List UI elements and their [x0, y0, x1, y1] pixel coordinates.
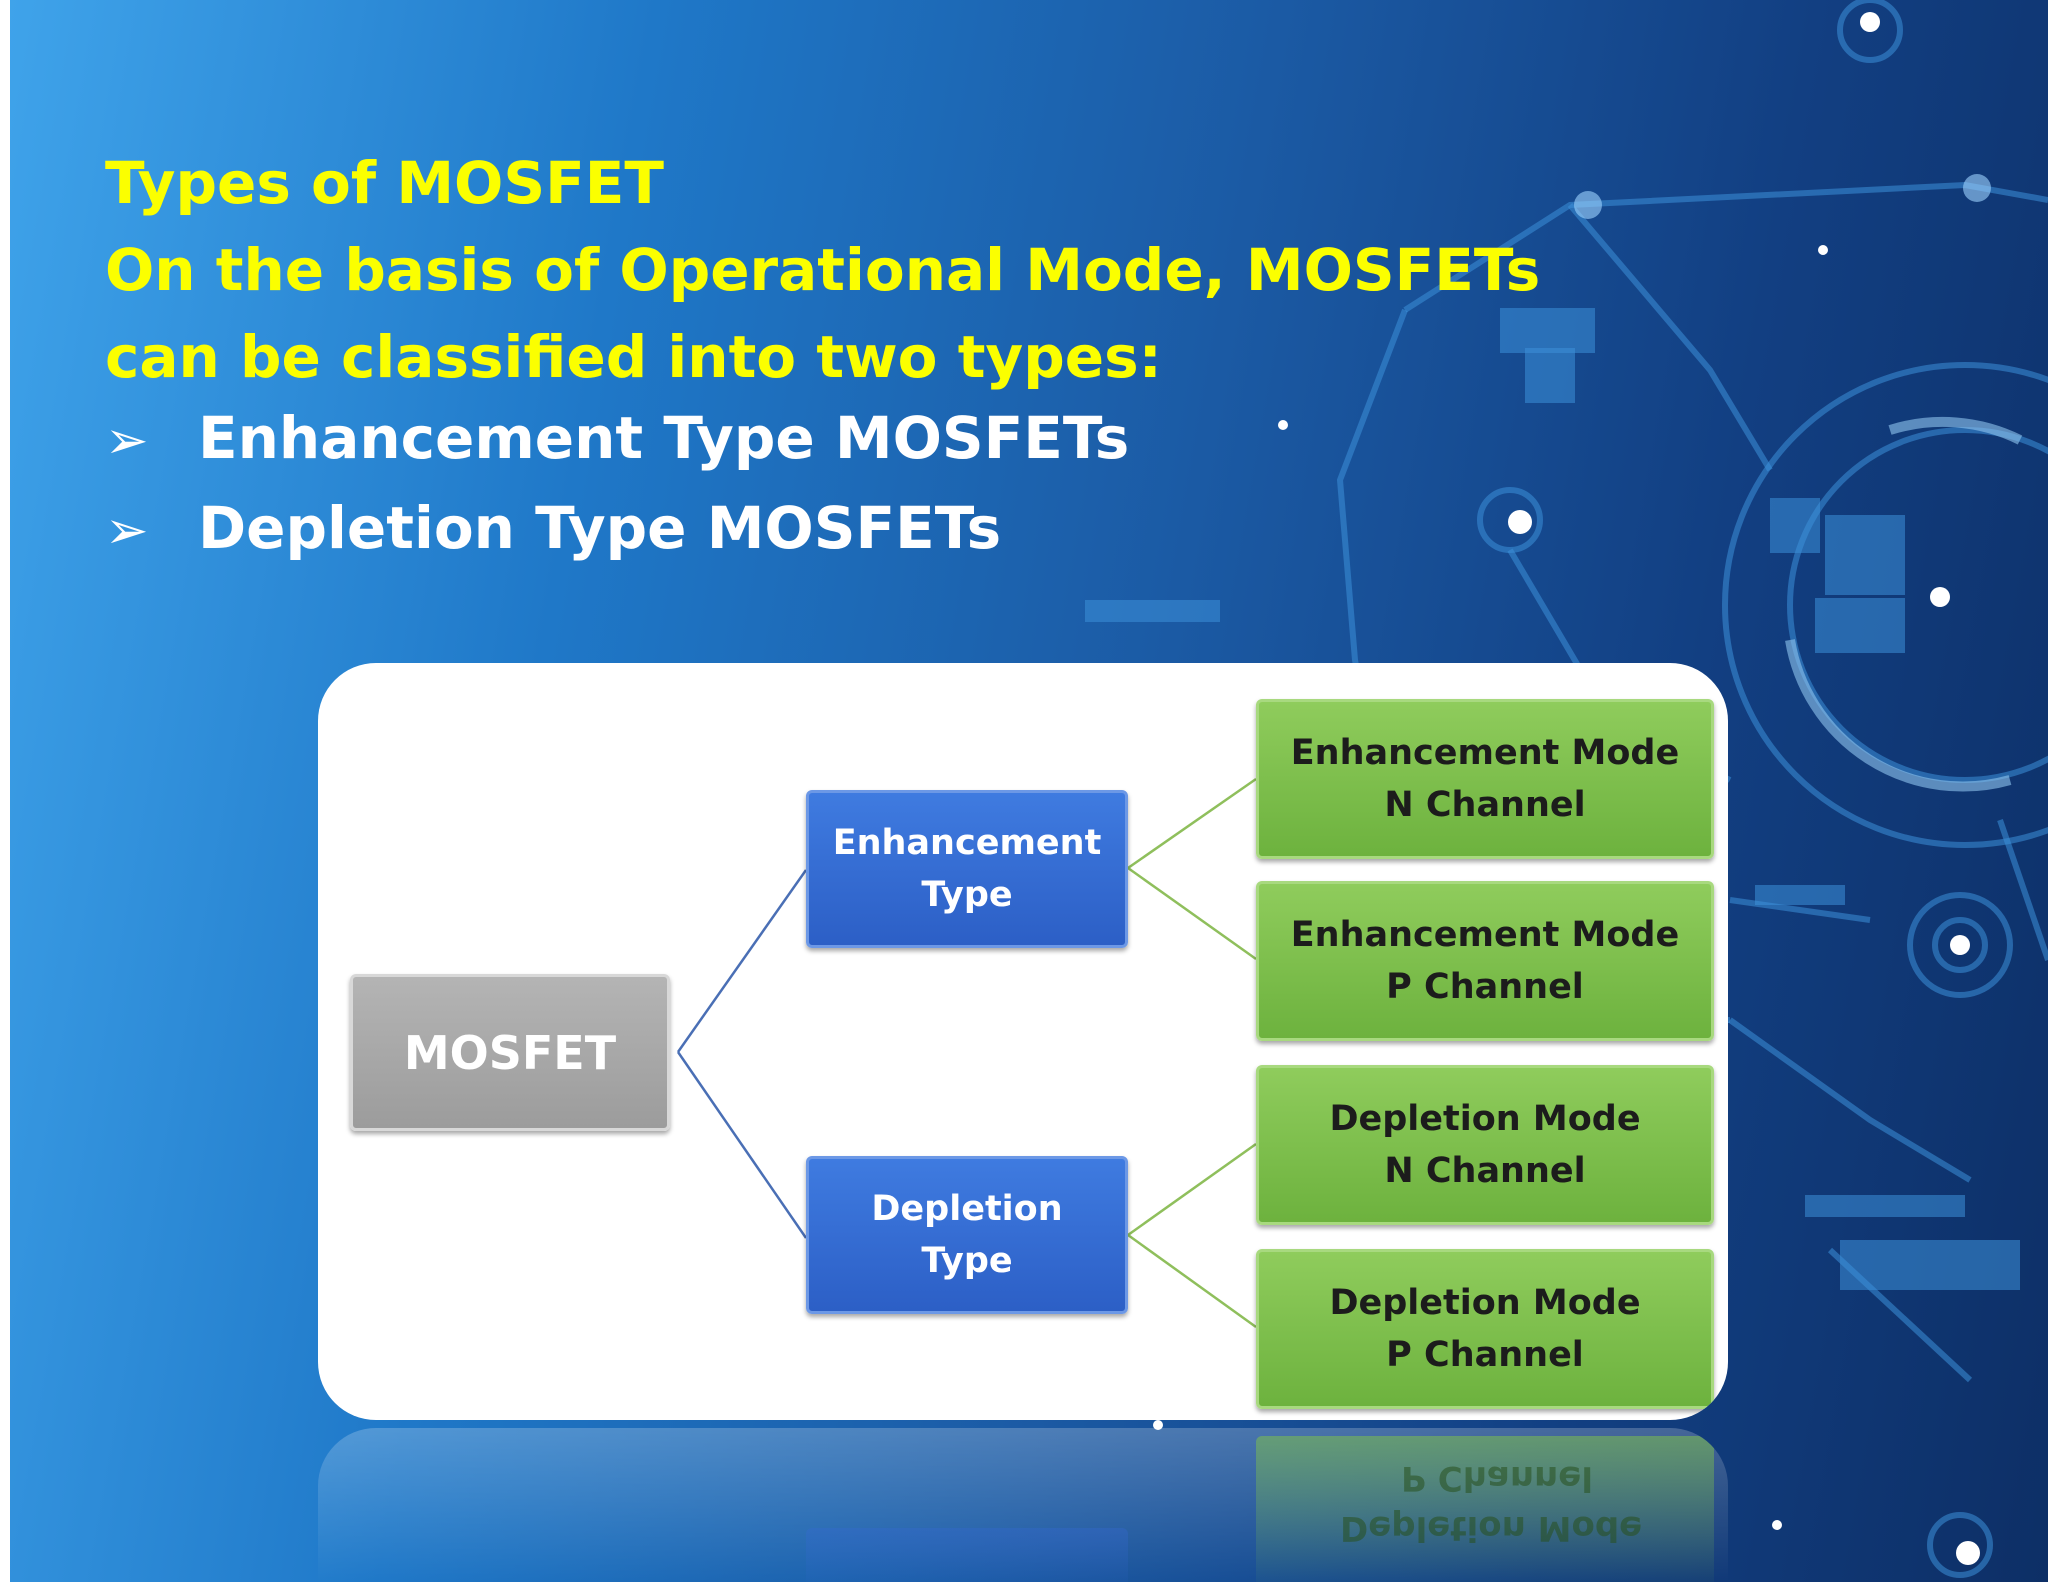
slide-subtitle-line-1: On the basis of Operational Mode, MOSFET… [105, 236, 1541, 304]
leaf-node-label-line-1: Depletion Mode [1329, 1099, 1641, 1139]
reflection-ghost-branch [806, 1528, 1128, 1582]
bullet-item: ➢ Depletion Type MOSFETs [105, 485, 1129, 575]
branch-node-label-line-1: Enhancement [832, 823, 1102, 863]
bullet-list: ➢ Enhancement Type MOSFETs ➢ Depletion Typ… [105, 395, 1129, 575]
slide-subtitle-line-2: can be classified into two types: [105, 323, 1162, 391]
diagram-panel: MOSFET Enhancement Type Depletion Type E… [318, 663, 1728, 1420]
leaf-node-label-line-1: Depletion Mode [1329, 1283, 1641, 1323]
connector-root-enhancement [676, 869, 808, 1053]
leaf-node-label-line-1: Enhancement Mode [1290, 733, 1680, 773]
reflection-ghost-leaf [1256, 1436, 1714, 1582]
bullet-item: ➢ Enhancement Type MOSFETs [105, 395, 1129, 485]
branch-node-depletion-type: Depletion Type [806, 1156, 1128, 1314]
leaf-node-enhancement-n-channel: Enhancement Mode N Channel [1256, 699, 1714, 859]
connector-dep-p [1127, 1233, 1257, 1329]
diagram-connectors [676, 777, 1257, 1329]
arrow-bullet-icon: ➢ [105, 501, 149, 561]
reflection-ghost-line-1: P Channel [1401, 1458, 1593, 1498]
leaf-node-label-line-1: Enhancement Mode [1290, 915, 1680, 955]
slide-heading: Types of MOSFET On the basis of Operatio… [105, 140, 1541, 401]
diagram-reflection: P Channel Depletion Mode [318, 1428, 1728, 1582]
branch-node-enhancement-type: Enhancement Type [806, 790, 1128, 948]
slide-title: Types of MOSFET [105, 149, 664, 217]
connector-enh-p [1127, 866, 1257, 961]
connector-dep-n [1127, 1142, 1257, 1237]
root-node-label: MOSFET [403, 1025, 617, 1080]
branch-node-label-line-2: Type [921, 1241, 1013, 1281]
connector-root-depletion [676, 1051, 808, 1239]
branch-node-label-line-1: Depletion [871, 1189, 1063, 1229]
leaf-node-enhancement-p-channel: Enhancement Mode P Channel [1256, 881, 1714, 1041]
leaf-node-label-line-2: P Channel [1386, 1335, 1584, 1375]
connector-enh-n [1127, 777, 1257, 870]
leaf-node-label-line-2: N Channel [1384, 1151, 1586, 1191]
leaf-node-label-line-2: P Channel [1386, 967, 1584, 1007]
slide: Types of MOSFET On the basis of Operatio… [10, 0, 2048, 1582]
branch-node-label-line-2: Type [921, 875, 1013, 915]
leaf-node-depletion-p-channel: Depletion Mode P Channel [1256, 1249, 1714, 1409]
leaf-node-label-line-2: N Channel [1384, 785, 1586, 825]
root-node-mosfet: MOSFET [350, 974, 670, 1131]
reflection-ghost-line-2: Depletion Mode [1340, 1508, 1643, 1548]
bullet-text: Enhancement Type MOSFETs [198, 404, 1130, 472]
arrow-bullet-icon: ➢ [105, 411, 149, 471]
leaf-node-depletion-n-channel: Depletion Mode N Channel [1256, 1065, 1714, 1225]
bullet-text: Depletion Type MOSFETs [198, 494, 1002, 562]
